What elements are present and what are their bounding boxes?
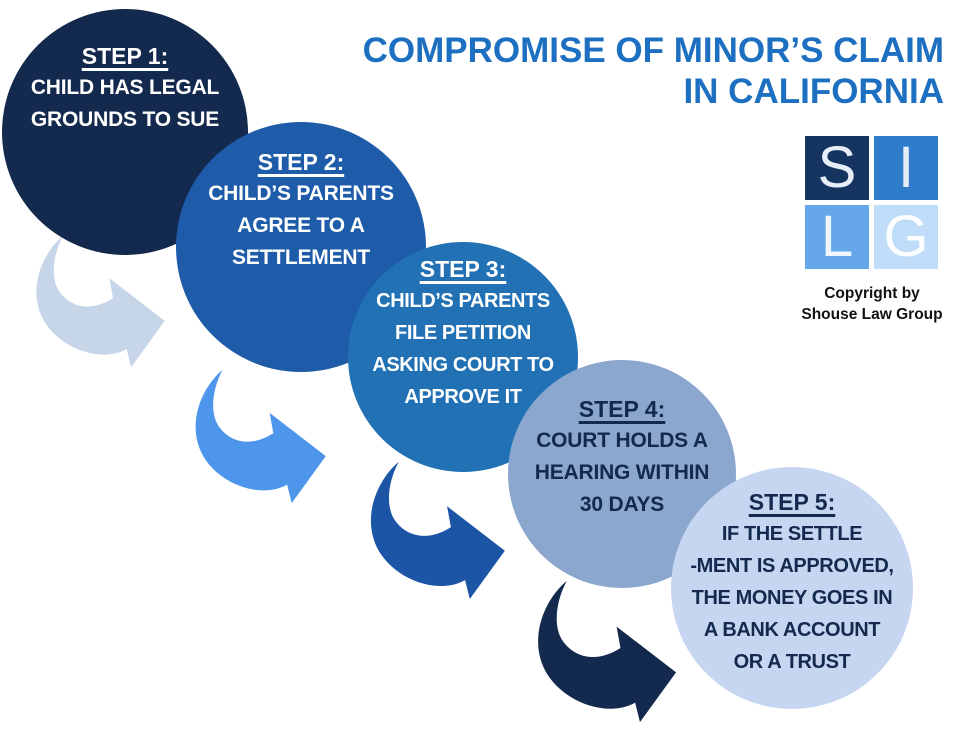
shouse-law-group-logo: S I L G	[805, 136, 939, 269]
copyright-text: Copyright by Shouse Law Group	[801, 285, 943, 323]
logo-grid: S I L G	[805, 136, 939, 269]
logo-square-s: S	[805, 136, 869, 200]
step-5-circle: STEP 5: IF THE SETTLE -MENT IS APPROVED,…	[671, 467, 913, 709]
step-1-text: CHILD HAS LEGAL GROUNDS TO SUE	[30, 76, 220, 131]
logo-letter-l: L	[820, 204, 854, 269]
step-1-circle: STEP 1: CHILD HAS LEGAL GROUNDS TO SUE	[2, 9, 248, 255]
curved-arrow-icon	[16, 232, 172, 368]
step-4-circle: STEP 4: COURT HOLDS A HEARING WITHIN 30 …	[508, 360, 736, 588]
curved-arrow-icon	[352, 458, 510, 600]
step-5-heading: STEP 5:	[748, 489, 836, 515]
curved-arrow-icon	[522, 576, 678, 724]
step-2-heading: STEP 2:	[257, 149, 345, 175]
step-3-heading: STEP 3:	[419, 256, 507, 282]
step-3-text: CHILD’S PARENTS FILE PETITION ASKING COU…	[372, 290, 554, 408]
logo-square-g: G	[874, 205, 938, 269]
page-title: COMPROMISE OF MINOR’S CLAIM IN CALIFORNI…	[362, 31, 944, 111]
logo-letter-s: S	[817, 135, 857, 200]
step-2-text: CHILD’S PARENTS AGREE TO A SETTLEMENT	[208, 182, 394, 269]
logo-letter-g: G	[883, 204, 929, 269]
curved-arrow-icon	[175, 366, 333, 504]
arrow-3-shape	[370, 461, 505, 600]
logo-square-l: L	[805, 205, 869, 269]
step-4-heading: STEP 4:	[578, 396, 666, 422]
arrow-1-shape	[36, 235, 165, 368]
logo-letter-i: I	[897, 135, 915, 200]
arrow-4-shape	[538, 580, 677, 723]
arrow-2-shape	[195, 369, 326, 504]
logo-square-i: I	[874, 136, 938, 200]
step-1-heading: STEP 1:	[81, 43, 169, 69]
step-4-text: COURT HOLDS A HEARING WITHIN 30 DAYS	[534, 429, 710, 516]
step-5-text: IF THE SETTLE -MENT IS APPROVED, THE MON…	[690, 523, 894, 673]
